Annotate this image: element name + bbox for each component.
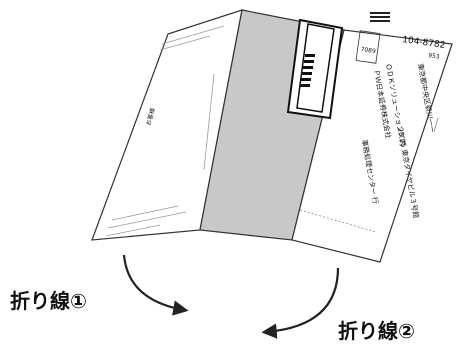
right-panel-dashes xyxy=(299,117,439,233)
fold-1-arrow xyxy=(122,254,189,316)
left-panel-text-lines xyxy=(105,25,225,237)
fold-2-label: 折り線② xyxy=(338,319,415,343)
postage-mark xyxy=(370,12,390,22)
fold-1-label: 折り線① xyxy=(10,289,87,313)
fold-2-arrow xyxy=(261,267,340,339)
inner-window-outline xyxy=(296,23,335,113)
postal-sub-code: 953 xyxy=(428,52,440,61)
stamp-box xyxy=(355,30,381,64)
barcode-marks xyxy=(300,54,315,87)
stamp-box-text: 7089 xyxy=(360,46,376,55)
